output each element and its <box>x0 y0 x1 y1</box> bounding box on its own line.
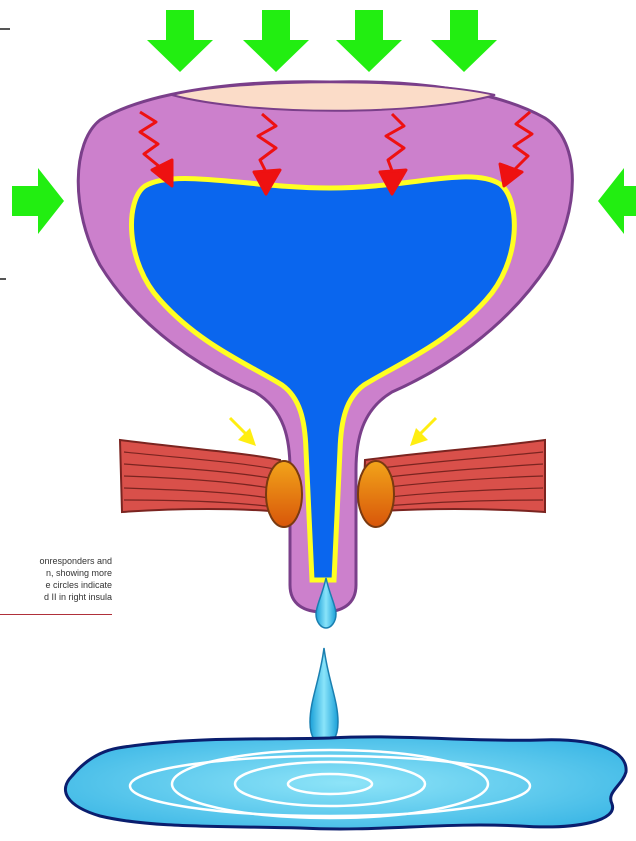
sphincter-contraction-arrow-icon <box>230 418 256 446</box>
down-pressure-arrow-icon <box>147 10 213 72</box>
side-pressure-arrow-icon <box>598 168 636 234</box>
droplet-icon <box>310 648 338 746</box>
down-pressure-arrow-icon <box>336 10 402 72</box>
down-pressure-arrow-icon <box>243 10 309 72</box>
down-pressure-arrow-icon <box>431 10 497 72</box>
sphincter-contraction-arrow-icon <box>410 418 436 446</box>
pelvic-floor-muscle-left <box>120 440 282 512</box>
puddle-icon <box>65 737 626 829</box>
urothelium-lining <box>131 177 514 580</box>
sphincter-left <box>266 461 302 527</box>
side-pressure-arrow-icon <box>12 168 64 234</box>
sphincter-right <box>358 461 394 527</box>
top-pressure-arrows <box>147 10 497 72</box>
